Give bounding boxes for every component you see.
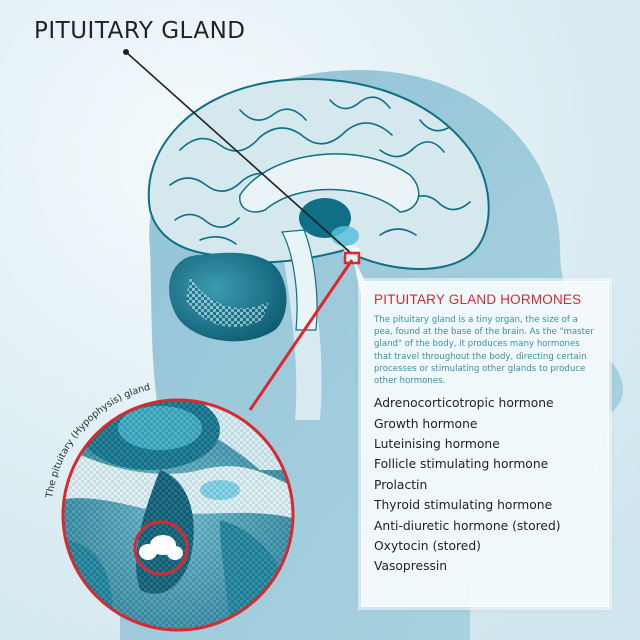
hormone-item: Luteinising hormone [374,437,500,452]
hormone-item: Vasopressin [374,559,448,574]
hormone-item: Growth hormone [374,416,478,431]
pituitary-marker [343,251,361,265]
info-panel-heading: PITUITARY GLAND HORMONES [374,292,582,307]
info-panel-description: The pituitary gland is a tiny organ, the… [374,315,594,387]
hormone-item: Anti-diuretic hormone (stored) [374,518,561,533]
corpus-callosum [239,153,420,213]
hormones-info-panel: PITUITARY GLAND HORMONES The pituitary g… [361,281,609,607]
title-pointer-dot [123,49,129,55]
pituitary-zoom-marker [133,520,189,576]
hormone-list: Adrenocorticotropic hormone Growth hormo… [374,393,596,577]
hypothalamus [331,226,359,246]
zoom-inset [61,398,295,632]
hormone-item: Oxytocin (stored) [374,539,481,554]
hormone-item: Prolactin [374,477,428,492]
zoom-connector-line [248,259,354,411]
hormone-item: Thyroid stimulating hormone [374,498,553,513]
hormone-item: Follicle stimulating hormone [374,457,549,472]
cerebellum-texture [186,275,270,328]
brainstem [281,229,318,331]
title-pointer-line [125,51,353,255]
hormone-item: Adrenocorticotropic hormone [374,396,554,411]
page-title: PITUITARY GLAND [34,18,246,44]
